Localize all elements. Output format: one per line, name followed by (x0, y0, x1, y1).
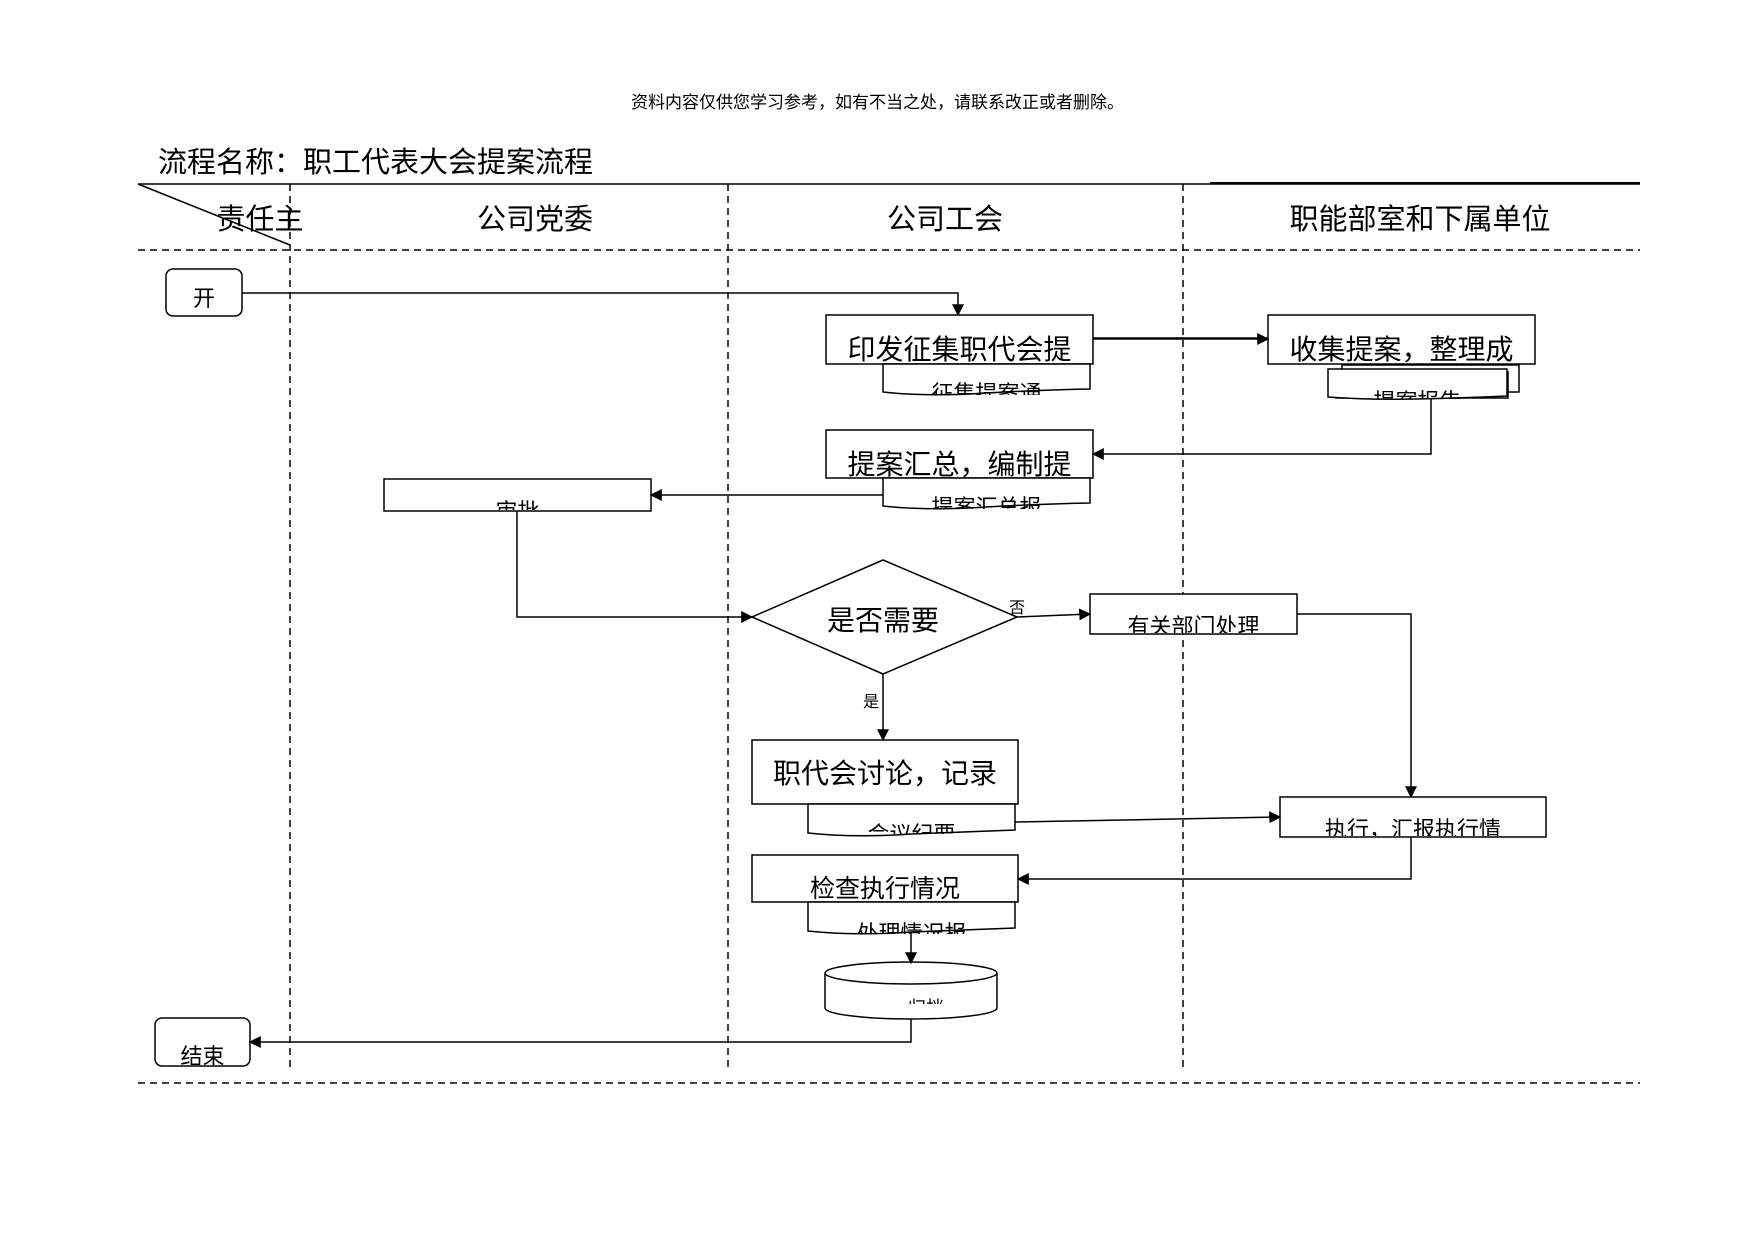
branch-yes-label: 是 (862, 692, 879, 711)
branch-no-label: 否 (1008, 598, 1025, 617)
check-process (751, 854, 1019, 903)
summarize-doc-label: 提案汇总报 (931, 496, 1042, 509)
lane-header-union: 公司工会 (886, 202, 1003, 236)
lane-header-depts: 职能部室和下属单位 (1289, 202, 1551, 236)
dept-handle-process (1089, 593, 1298, 635)
decision-label: 是否需要 (826, 604, 939, 637)
issue-label: 印发征集职代会提 (847, 333, 1072, 363)
collect-document (1327, 368, 1508, 400)
archive-label: 归档 (880, 996, 972, 1004)
discuss-doc-label: 会议纪要 (810, 823, 1013, 834)
connectors (242, 292, 1432, 1048)
summarize-process (825, 429, 1094, 479)
review-label: 审批 (386, 500, 649, 510)
end-label: 结束 (180, 1045, 225, 1065)
review-process (383, 478, 652, 512)
check-label: 检查执行情况 (809, 874, 960, 901)
execute-label: 执行，汇报执行情 (1324, 818, 1501, 836)
issue-document (882, 363, 1091, 396)
discuss-label: 职代会讨论，记录 (772, 757, 997, 790)
swimlane-grid (137, 182, 1640, 1084)
start-label: 开 (192, 287, 215, 312)
archive-database (824, 961, 998, 1020)
check-doc-label: 处理情况报 (810, 922, 1013, 934)
page-title: 流程名称：职工代表大会提案流程 (158, 145, 594, 179)
discuss-process (751, 739, 1019, 805)
execute-process (1279, 796, 1547, 838)
discuss-document (807, 803, 1016, 837)
issue-doc-label: 征集提案通 (931, 382, 1042, 395)
dept-handle-label: 有关部门处理 (1127, 615, 1260, 633)
collect-doc-label: 提案报告 (1330, 390, 1505, 399)
lane-header-corner: 责任主 (216, 202, 304, 236)
lane-header-party: 公司党委 (476, 202, 593, 236)
header-notice: 资料内容仅供您学习参考，如有不当之处，请联系改正或者删除。 (631, 93, 1124, 113)
collect-label: 收集提案，整理成 (1289, 333, 1514, 363)
check-document (807, 901, 1016, 935)
summarize-label: 提案汇总，编制提 (847, 448, 1072, 477)
summarize-document (882, 477, 1091, 510)
